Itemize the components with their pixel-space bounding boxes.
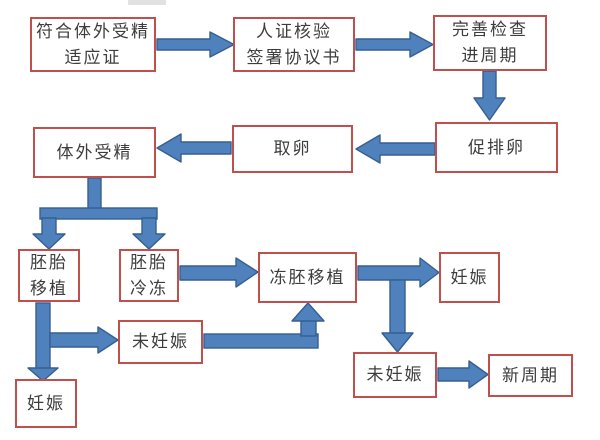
arrow-embryo-transfer-branch [27,302,119,382]
arrow-frozen-transfer-junction [357,257,440,353]
node-pregnancy-after-frozen: 妊娠 [439,252,500,303]
node-new-cycle: 新周期 [488,354,573,397]
arrow-ivf-to-embryo-freezing [132,217,166,250]
node-ivf: 体外受精 [33,127,156,178]
arrow-eligibility-to-verification [156,31,235,58]
arrow-not-pregnant-to-new-cycle [437,360,489,389]
arrow-checkup-to-ovulation [473,70,506,121]
elbow-horizontal-shaft [203,333,319,349]
arrow-freezing-to-frozen-transfer [179,257,259,288]
embryo-transfer-down-shaft [35,302,51,370]
ivf-branch-bar [39,207,158,220]
arrow-verification-to-checkup [355,31,434,58]
cropped-text-artifact [128,0,166,5]
node-frozen-embryo-transfer: 冻胚移植 [258,252,357,303]
arrow-egg-retrieval-to-ivf [156,133,232,163]
junction-down-shaft [389,279,406,335]
node-verification: 人证核验 签署协议书 [233,17,355,72]
arrow-ivf-to-embryo-transfer [32,217,66,250]
node-not-pregnant-fresh: 未妊娠 [118,320,203,364]
node-eligibility: 符合体外受精 适应证 [30,17,156,72]
arrow-frozen-transfer-to-pregnancy [357,257,440,288]
arrow-not-pregnant-to-frozen-transfer [203,302,325,349]
node-pregnancy-after-fresh: 妊娠 [15,379,77,428]
node-checkup: 完善检查 进周期 [433,15,547,71]
node-ovulation-induction: 促排卵 [435,122,558,173]
node-embryo-transfer: 胚胎 移植 [18,249,80,302]
arrow-ivf-branch [32,177,166,250]
arrow-junction-to-not-pregnant-frozen [381,332,414,353]
arrow-ovulation-to-egg-retrieval [355,134,436,164]
node-egg-retrieval: 取卵 [232,125,353,173]
ivf-branch-stem [87,177,102,210]
arrow-embryo-transfer-to-pregnancy [27,367,59,382]
arrow-embryo-transfer-to-not-pregnant [49,326,119,354]
node-embryo-freezing: 胚胎 冷冻 [119,249,179,302]
arrowhead-up-to-frozen-transfer [291,302,325,322]
node-not-pregnant-frozen: 未妊娠 [353,352,437,398]
